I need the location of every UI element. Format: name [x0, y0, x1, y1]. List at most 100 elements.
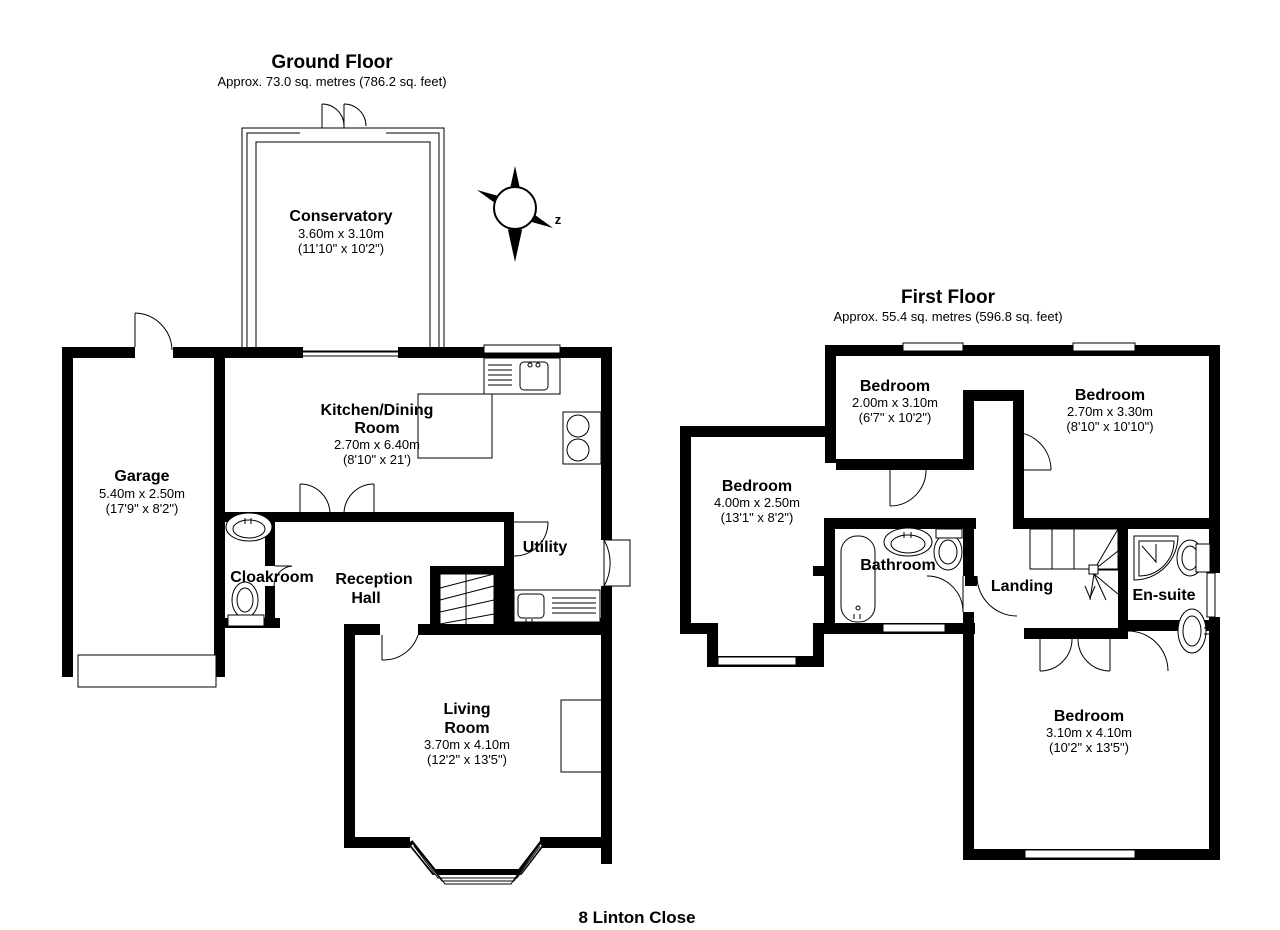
stair-step-4: [439, 613, 495, 625]
bedroom4-door-arc-left: [1039, 638, 1073, 672]
living-bottom-wall-right: [540, 837, 612, 848]
bedroom3-name: Bedroom: [1075, 387, 1145, 404]
conservatory-structure: [241, 103, 445, 357]
ground-house-walls: [173, 344, 631, 864]
bath-plug: [855, 605, 861, 611]
ensuite-shower-inner: [1138, 540, 1175, 577]
first-floor-staircase: [1029, 528, 1119, 601]
ff-ensuite-left-wall-full: [1118, 528, 1128, 628]
conservatory-dim-imperial: (11'10" x 10'2"): [298, 241, 384, 256]
first-floor-internal-walls: [813, 390, 1210, 672]
kitchen-island: [417, 393, 493, 459]
cloakroom-door-arc: [273, 565, 293, 587]
reception-hall-name: Reception: [335, 571, 412, 588]
stair-step-1: [439, 573, 495, 589]
ff-bedroom2-bottom-wall: [836, 459, 964, 470]
first-floor-outer-walls: [680, 342, 1220, 860]
garage-label: Garage 5.40m x 2.50m (17'9" x 8'2"): [99, 468, 185, 516]
bedroom2-door-arc: [889, 469, 927, 507]
bathroom-wc-cistern: [935, 528, 963, 539]
hall-kitchen-wall-right: [376, 512, 504, 522]
bedroom1-window: [717, 656, 797, 666]
ff-bedroom1-right-lower-wall: [813, 623, 824, 667]
bedroom4-door-arc-right: [1077, 638, 1111, 672]
conservatory-door-opening: [300, 125, 386, 134]
kitchen-dining-name: Kitchen/Dining: [321, 402, 434, 419]
kitchen-tap-2: [535, 362, 541, 368]
ff-landing-bottom-wall: [1024, 628, 1128, 639]
ground-floor-title: Ground Floor: [271, 52, 393, 73]
ff-bottom-wall-a: [963, 849, 1025, 860]
utility-ext-door-panel: [603, 539, 631, 587]
stair-right-wall: [494, 566, 504, 628]
ff-bedroom1-top-wall: [680, 426, 836, 437]
compass-rose: z: [477, 166, 562, 262]
bedroom1-label: Bedroom 4.00m x 2.50m (13'1" x 8'2"): [714, 478, 800, 525]
landing-left-door-arc: [976, 575, 1018, 617]
kitchen-dining-dim-metric: 2.70m x 6.40m: [334, 437, 420, 452]
living-bottom-wall-left: [344, 837, 410, 848]
cloakroom-right-wall-lower: [265, 586, 275, 628]
ff-bedroom2-right-jog: [963, 390, 1013, 401]
ff-bedroom2-left-wall: [825, 345, 836, 463]
hall-door-1-arc: [299, 483, 331, 515]
bedroom2-dim-metric: 2.00m x 3.10m: [852, 395, 938, 410]
bedroom4-name: Bedroom: [1054, 708, 1124, 725]
garage-house-party-wall: [214, 347, 225, 628]
garage-top-wall-left: [62, 347, 135, 358]
ground-top-wall-d: [560, 347, 612, 358]
cloakroom-basin-bowl: [232, 519, 266, 539]
utility-left-wall: [504, 532, 514, 628]
ff-winder-5: [1093, 573, 1107, 601]
conservatory-label: Conservatory 3.60m x 3.10m (11'10" x 10'…: [289, 208, 392, 256]
first-floor-heading: First Floor Approx. 55.4 sq. metres (596…: [833, 287, 1062, 324]
bathroom-door-arc: [926, 575, 964, 613]
utility-left-wall-top: [504, 512, 514, 532]
ff-ensuite-bottom-wall: [1128, 620, 1210, 631]
garage-name: Garage: [114, 468, 169, 485]
bedroom4-label: Bedroom 3.10m x 4.10m (10'2" x 13'5"): [1046, 708, 1132, 755]
ff-bedroom4-door-jamb-left: [1024, 628, 1040, 639]
living-left-wall: [344, 624, 355, 848]
ff-bathroom-bottom-wall-b: [945, 623, 975, 634]
kitchen-sink-bowl: [519, 361, 549, 391]
stair-step-3: [439, 599, 495, 613]
utility-sink-bowl: [517, 593, 545, 619]
garage-bottom-left-stub: [62, 666, 73, 677]
hall-kitchen-wall-left: [298, 512, 376, 522]
kitchen-hob-unit: [562, 411, 602, 465]
ground-floor-plan: Conservatory 3.60m x 3.10m (11'10" x 10'…: [62, 103, 631, 885]
hob-ring-2: [566, 438, 590, 462]
utility-door-arc: [513, 521, 549, 557]
ff-winder-4: [1093, 573, 1119, 595]
first-floor-area: Approx. 55.4 sq. metres (596.8 sq. feet): [833, 309, 1062, 324]
ff-bathroom-bottom-wall-a: [813, 623, 883, 634]
cloakroom-name: Cloakroom: [230, 569, 314, 586]
bedroom2-dim-imperial: (6'7" x 10'2"): [859, 410, 932, 425]
ff-bathroom-left-wall: [824, 518, 835, 634]
living-room-name: Living: [443, 701, 490, 718]
ensuite-fixtures: [1133, 535, 1211, 654]
bathroom-name: Bathroom: [860, 557, 936, 574]
cloakroom-wc-cistern: [227, 614, 265, 627]
bedroom3-dim-metric: 2.70m x 3.30m: [1067, 404, 1153, 419]
ff-bedroom1-door-jamb: [813, 566, 825, 576]
bedroom3-window: [1072, 342, 1136, 352]
ff-landing-top-wall: [1013, 518, 1123, 529]
bathroom-wc-seat: [938, 539, 958, 565]
bedroom1-dim-metric: 4.00m x 2.50m: [714, 495, 800, 510]
bathroom-basin-bowl: [890, 534, 926, 554]
compass-hub: [493, 186, 537, 230]
bedroom3-door-arc: [1012, 431, 1052, 471]
garage-dim-metric: 5.40m x 2.50m: [99, 486, 185, 501]
reception-hall-label: Reception Hall: [335, 571, 412, 607]
ff-top-wall-c: [1135, 345, 1220, 356]
ensuite-door-arc: [1127, 630, 1169, 672]
kitchen-tap-1: [527, 362, 533, 368]
living-room-name-2: Room: [444, 720, 489, 737]
bedroom2-label: Bedroom 2.00m x 3.10m (6'7" x 10'2"): [852, 378, 938, 425]
ground-top-wall-b: [398, 347, 484, 358]
